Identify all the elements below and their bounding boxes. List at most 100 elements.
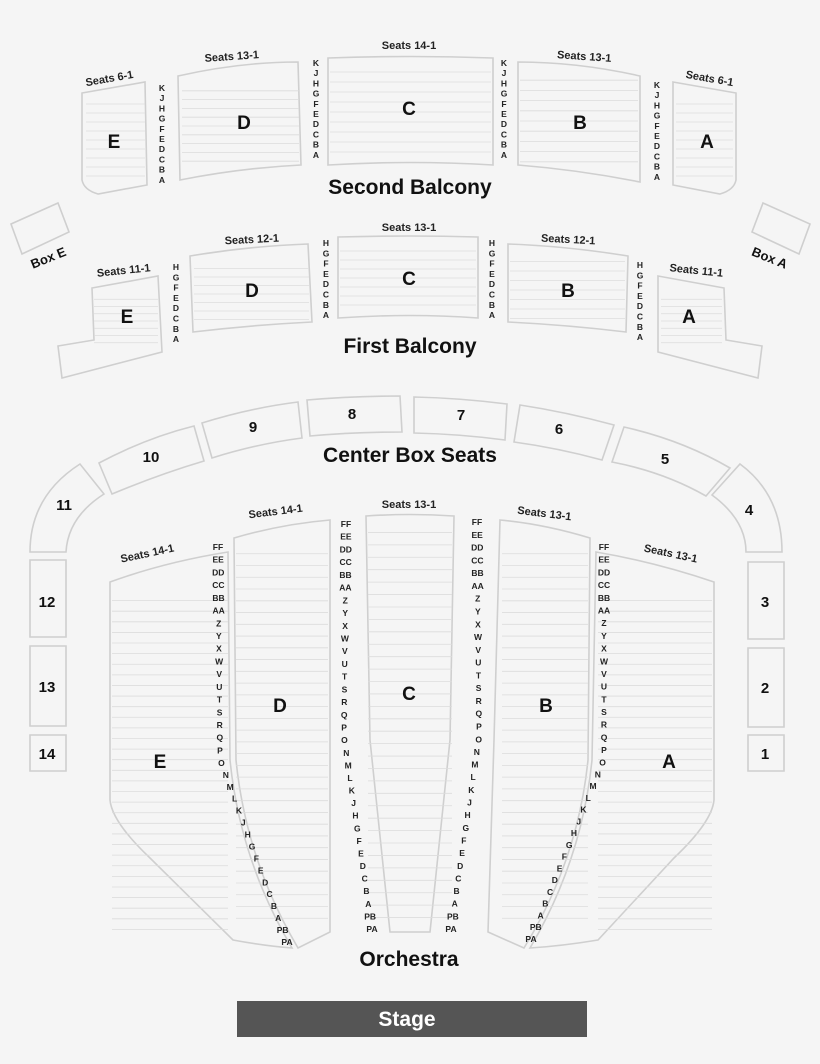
center-box-5[interactable]: [610, 426, 732, 498]
first-balcony-section-a[interactable]: [657, 275, 763, 380]
second-balcony-row-label: H: [159, 103, 165, 113]
orchestra-section-d-label: D: [273, 696, 287, 717]
center-box-7[interactable]: [413, 396, 508, 441]
second-balcony-row-label: C: [501, 129, 507, 139]
orchestra-section-c[interactable]: [365, 513, 455, 933]
orchestra-row-label: D: [360, 861, 366, 871]
orchestra-row-label: FF: [341, 519, 351, 529]
orchestra-row-label: Y: [601, 631, 607, 641]
second-balcony-section-e[interactable]: [81, 81, 148, 195]
orchestra-row-label: L: [586, 793, 591, 803]
second-balcony-row-label: F: [654, 121, 659, 131]
center-box-label-10: 10: [143, 449, 160, 466]
second-balcony-row-label: G: [654, 111, 661, 121]
orchestra-row-label: N: [474, 747, 480, 757]
orchestra-row-label: PB: [447, 911, 459, 921]
orchestra-section-a[interactable]: [528, 551, 715, 949]
orchestra-row-label: EE: [471, 530, 483, 540]
center-box-3[interactable]: [747, 561, 785, 640]
orchestra-row-label: D: [552, 875, 558, 885]
second-balcony-row-label: D: [159, 144, 165, 154]
orchestra-row-label: F: [562, 852, 567, 862]
first-balcony-row-label: B: [323, 300, 329, 310]
orchestra-row-label: A: [452, 899, 458, 909]
orchestra-row-label: B: [271, 901, 277, 911]
orchestra-row-label: O: [341, 735, 348, 745]
orchestra-row-label: A: [365, 899, 371, 909]
second-balcony-row-label: C: [654, 151, 660, 161]
center-box-10[interactable]: [97, 425, 205, 496]
orchestra-row-label: W: [215, 656, 224, 666]
first-balcony-section-d[interactable]: [189, 243, 313, 333]
center-box-14[interactable]: [29, 734, 67, 772]
first-balcony-section-b[interactable]: [507, 243, 629, 333]
orchestra-row-label: PB: [364, 911, 376, 921]
first-balcony-row-label: B: [173, 324, 179, 334]
orchestra-row-label: P: [601, 745, 607, 755]
second-balcony-seats-d: Seats 13-1: [204, 49, 259, 65]
first-balcony-row-label: F: [323, 259, 328, 269]
orchestra-row-label: C: [455, 873, 461, 883]
orchestra-row-label: P: [476, 722, 482, 732]
orchestra-row-label: T: [476, 670, 482, 680]
orchestra-row-label: Q: [341, 710, 348, 720]
second-balcony-row-label: D: [654, 141, 660, 151]
first-balcony-row-label: A: [173, 334, 179, 344]
second-balcony-row-label: F: [313, 99, 318, 109]
second-balcony-row-label: A: [501, 150, 507, 160]
orchestra-row-label: K: [236, 806, 243, 816]
center-box-13[interactable]: [29, 645, 67, 727]
center-box-9[interactable]: [201, 401, 303, 460]
first-balcony-section-c[interactable]: [337, 235, 479, 319]
center-box-8[interactable]: [306, 395, 403, 437]
second-balcony-row-label: D: [501, 119, 507, 129]
orchestra-row-label: O: [599, 758, 606, 768]
orchestra-row-label: N: [595, 769, 601, 779]
center-box-label-3: 3: [761, 594, 769, 611]
orchestra-row-label: W: [341, 633, 350, 643]
center-box-12[interactable]: [29, 559, 67, 638]
second-balcony-seats-b: Seats 13-1: [557, 49, 612, 65]
orchestra-row-label: L: [471, 772, 476, 782]
orchestra-row-label: R: [217, 720, 223, 730]
row-lines: [86, 71, 733, 930]
orchestra-row-label: FF: [472, 517, 482, 527]
first-balcony-section-e[interactable]: [57, 275, 163, 380]
orchestra-row-label: Q: [475, 709, 482, 719]
orchestra-row-label: X: [601, 644, 607, 654]
orchestra-row-label: EE: [598, 555, 610, 565]
first-balcony-row-label: F: [489, 259, 494, 269]
second-balcony-section-a[interactable]: [672, 81, 737, 195]
orchestra-row-label: K: [349, 786, 356, 796]
first-balcony-row-label: A: [637, 332, 643, 342]
center-box-11[interactable]: [29, 462, 106, 553]
second-balcony-section-c[interactable]: [327, 55, 494, 166]
second-balcony-section-d[interactable]: [177, 61, 302, 181]
second-balcony-section-d-label: D: [237, 113, 251, 134]
orchestra-row-label: U: [216, 682, 222, 692]
box-e[interactable]: [9, 201, 71, 256]
orchestra-row-label: V: [342, 646, 348, 656]
orchestra-row-label: PB: [277, 925, 289, 935]
second-balcony-row-label: B: [501, 140, 507, 150]
center-box-1[interactable]: [747, 734, 785, 772]
orchestra-row-label: Z: [601, 618, 606, 628]
center-box-4[interactable]: [710, 462, 783, 553]
orchestra-row-label: N: [343, 748, 349, 758]
second-balcony-row-label: A: [654, 172, 660, 182]
center-box-2[interactable]: [747, 647, 785, 728]
box-a[interactable]: [750, 201, 812, 256]
orchestra-row-label: T: [217, 695, 223, 705]
first-balcony-row-label: G: [323, 248, 330, 258]
second-balcony-section-b-label: B: [573, 113, 587, 134]
orchestra-section-d[interactable]: [233, 519, 331, 950]
first-balcony-row-label: D: [489, 279, 495, 289]
first-balcony-row-label: H: [489, 238, 495, 248]
orchestra-row-label: C: [362, 874, 368, 884]
orchestra-row-label: Z: [475, 594, 480, 604]
orchestra-row-label: BB: [598, 593, 610, 603]
center-box-6[interactable]: [513, 404, 616, 461]
orchestra-section-b[interactable]: [487, 519, 591, 950]
first-balcony-section-b-label: B: [561, 281, 575, 302]
first-balcony-section-a-label: A: [682, 307, 696, 328]
